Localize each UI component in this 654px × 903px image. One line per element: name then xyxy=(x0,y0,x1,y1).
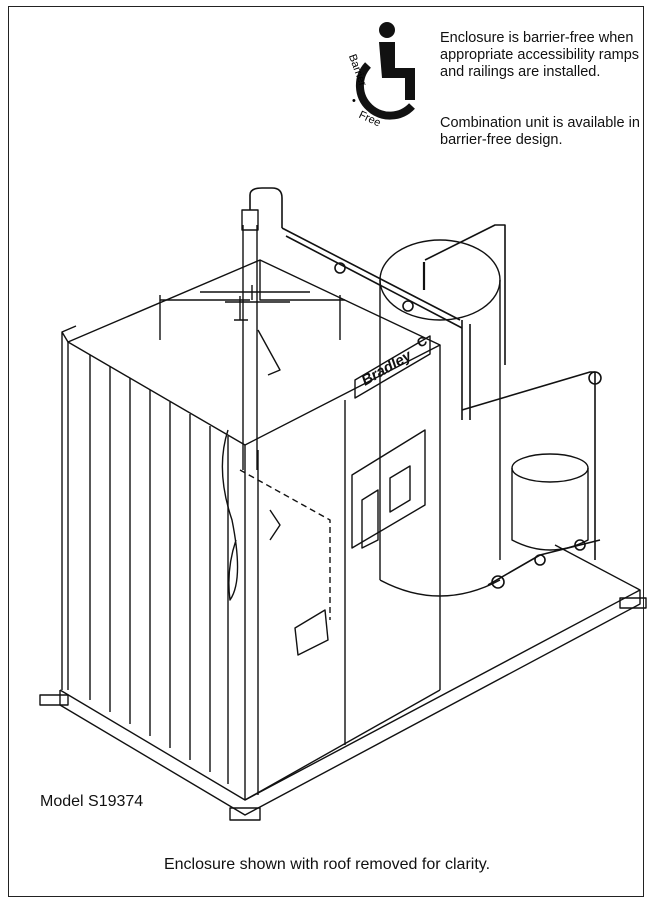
enclosure-box xyxy=(61,259,441,801)
shower-assembly xyxy=(225,209,290,470)
base-skid xyxy=(39,544,647,821)
page-frame xyxy=(8,6,644,897)
wheelchair-accessibility-icon: Barrier • Free xyxy=(346,22,415,128)
brand-plate xyxy=(354,335,431,399)
model-label: Model S19374 xyxy=(40,793,144,810)
piping xyxy=(249,187,602,589)
combination-note: Combination unit is available in barrier… xyxy=(440,115,640,148)
accessibility-note: Enclosure is barrier-free when appropria… xyxy=(440,30,640,80)
brand-mark: C xyxy=(414,333,430,351)
drench-hose xyxy=(221,429,331,656)
water-heater-tank xyxy=(379,239,501,597)
figure-caption: Enclosure shown with roof removed for cl… xyxy=(163,856,491,873)
control-panel xyxy=(351,429,426,549)
badge-dot: • xyxy=(352,95,356,107)
expansion-tank xyxy=(511,453,589,551)
